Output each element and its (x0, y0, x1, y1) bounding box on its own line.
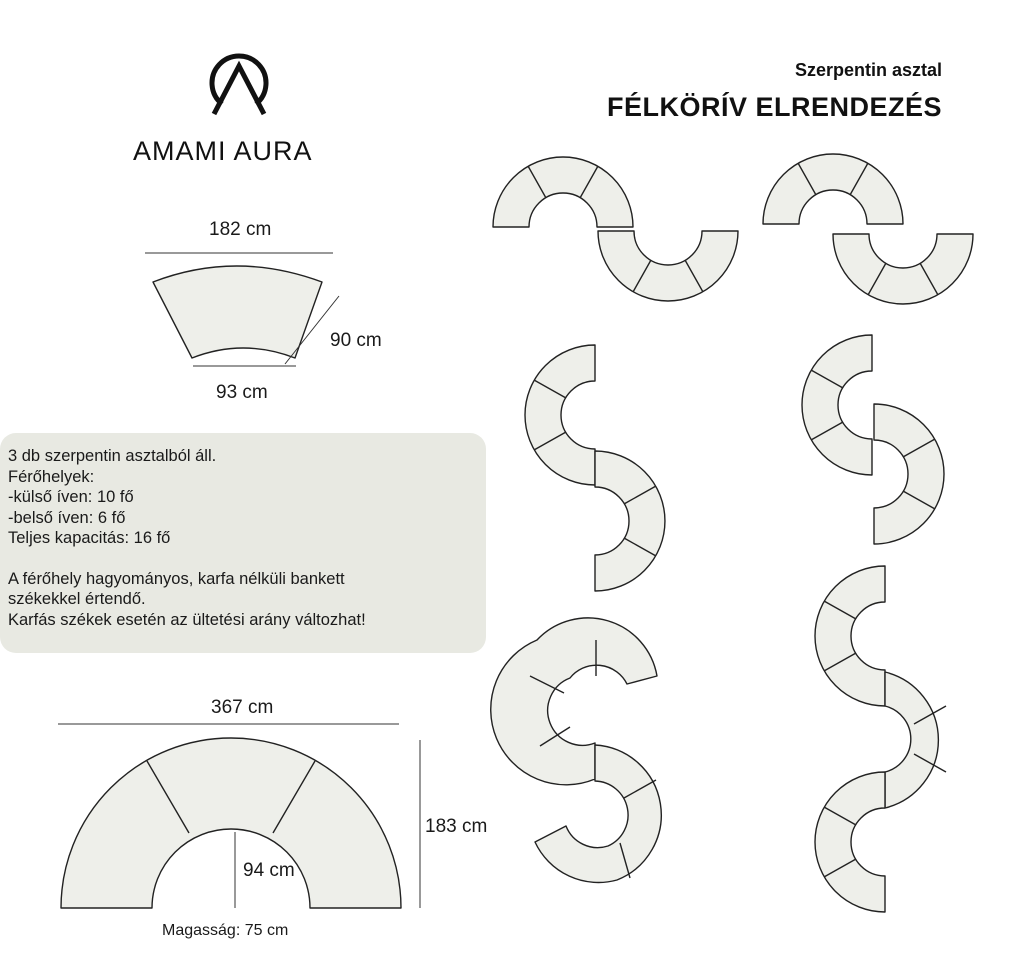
note-line: Karfás székek esetén az ültetési arány v… (8, 610, 366, 629)
assembly-height-label: 183 cm (425, 816, 488, 837)
inner-radius-label: 94 cm (243, 860, 295, 881)
brand-logo (205, 52, 273, 116)
divider-2 (272, 760, 316, 834)
depth-label: 90 cm (330, 330, 382, 351)
depth-line (284, 295, 340, 365)
info-line: 3 db szerpentin asztalból áll. (8, 447, 217, 465)
info-line: -külső íven: 10 fő (8, 488, 134, 506)
layout-2 (762, 153, 974, 305)
half-ring-assembly (58, 723, 421, 909)
brand-name: AMAMI AURA (133, 136, 313, 166)
page-subtitle: Szerpentin asztal (794, 60, 942, 80)
large-half-ring (60, 737, 402, 909)
single-segment-drawing (145, 252, 340, 367)
assembly-width-label: 367 cm (211, 697, 274, 718)
layout-6 (814, 565, 947, 913)
info-line: Teljes kapacitás: 16 fő (8, 529, 171, 547)
info-panel (0, 433, 486, 653)
info-line: Férőhelyek: (8, 467, 95, 486)
inner-width-label: 93 cm (216, 382, 268, 403)
note-line: A férőhely hagyományos, karfa nélküli ba… (8, 569, 345, 588)
outer-width-label: 182 cm (209, 219, 272, 240)
note-line: székekkel értendő. (8, 590, 146, 608)
info-text: 3 db szerpentin asztalból áll. Férőhelye… (8, 446, 483, 630)
page-title: FÉLKÖRÍV ELRENDEZÉS (606, 92, 942, 122)
amami-aura-logo-icon (209, 53, 269, 116)
single-table-segment (152, 265, 323, 359)
info-line: -belső íven: 6 fő (8, 508, 126, 527)
layout-3 (524, 344, 666, 592)
layout-1 (492, 156, 739, 302)
layout-5 (490, 617, 662, 884)
layout-4 (801, 334, 945, 545)
table-height-label: Magasság: 75 cm (162, 922, 289, 939)
divider-1 (146, 760, 190, 834)
